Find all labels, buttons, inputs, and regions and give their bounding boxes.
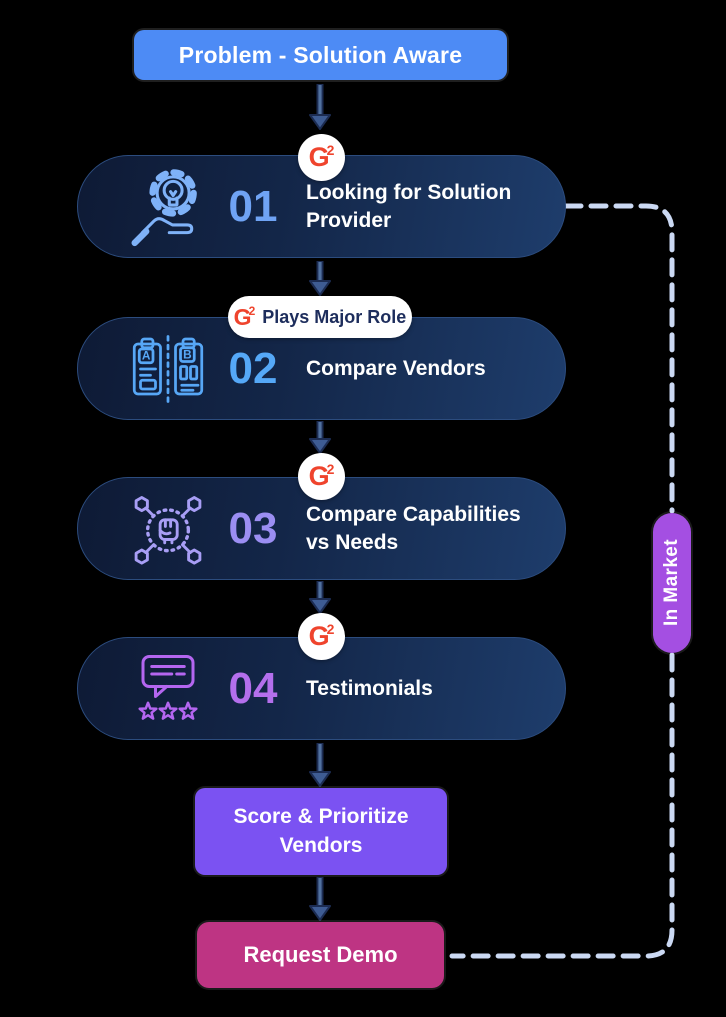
svg-text:B: B xyxy=(183,347,192,361)
in-market-text: In Market xyxy=(661,539,682,627)
top-box-label: Problem - Solution Aware xyxy=(178,41,463,68)
flow-arrow-1 xyxy=(309,84,331,130)
step-title: Looking for Solution Provider xyxy=(306,181,512,232)
step-number: 02 xyxy=(228,343,278,393)
score-prioritize-vendors-button[interactable]: Score & Prioritize Vendors xyxy=(195,788,447,875)
flow-arrow-4 xyxy=(309,581,331,614)
plays-major-role-label: Plays Major Role xyxy=(262,306,407,327)
step-number: 04 xyxy=(228,663,278,713)
step-title: Compare Vendors xyxy=(306,356,486,380)
score-prioritize-label: Score & Prioritize Vendors xyxy=(233,805,409,857)
review-bubble-stars-icon xyxy=(118,649,218,729)
compare-documents-ab-icon: A B xyxy=(118,329,218,409)
step-number: 01 xyxy=(228,181,278,231)
flow-arrow-5 xyxy=(309,743,331,787)
fist-network-icon xyxy=(118,487,218,571)
svg-text:A: A xyxy=(142,348,151,362)
hand-lightbulb-gear-icon xyxy=(118,166,218,248)
in-market-label: In Market xyxy=(653,513,691,653)
problem-solution-aware-box[interactable]: Problem - Solution Aware xyxy=(134,30,507,80)
flow-arrow-3 xyxy=(309,421,331,454)
flow-arrow-2 xyxy=(309,261,331,296)
request-demo-label: Request Demo xyxy=(243,942,398,967)
step-number: 03 xyxy=(228,503,278,553)
flow-arrow-6 xyxy=(309,877,331,921)
step-title: Compare Capabilities vs Needs xyxy=(306,503,521,554)
request-demo-button[interactable]: Request Demo xyxy=(197,922,444,988)
step-title: Testimonials xyxy=(306,676,433,700)
